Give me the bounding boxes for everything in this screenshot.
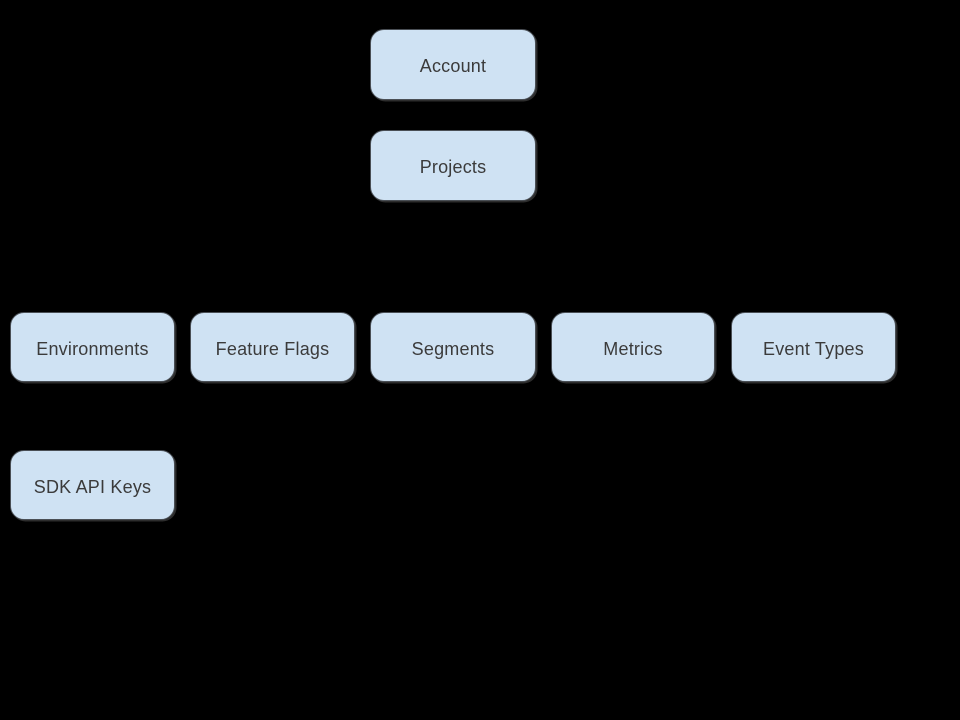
node-feature-flags-label: Feature Flags [215,338,330,359]
node-projects: Projects [370,130,536,201]
node-environments: Environments [10,312,175,382]
node-feature-flags: Feature Flags [190,312,355,382]
node-account-label: Account [419,56,487,76]
node-segments-label: Segments [411,338,495,359]
node-sdk-api-keys-label: SDK API Keys [33,476,152,497]
node-projects-label: Projects [419,157,487,177]
node-sdk-api-keys: SDK API Keys [10,450,175,520]
node-account: Account [370,29,536,100]
node-metrics-label: Metrics [603,338,663,359]
node-event-types-label: Event Types [763,338,864,359]
node-segments: Segments [370,312,536,382]
node-environments-label: Environments [36,338,149,359]
node-event-types: Event Types [731,312,896,382]
node-metrics: Metrics [551,312,715,382]
